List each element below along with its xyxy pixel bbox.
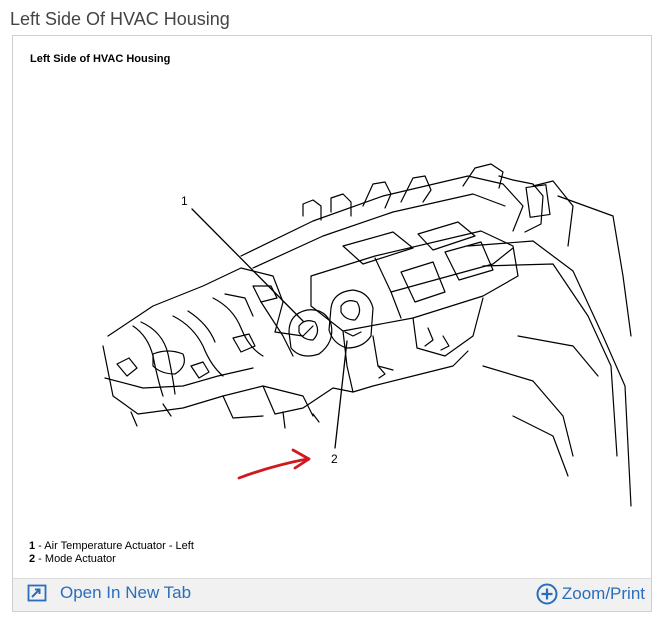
- mode-actuator: [328, 289, 374, 349]
- open-in-new-tab-button[interactable]: Open In New Tab: [27, 583, 191, 603]
- callout-2-label: 2: [331, 452, 338, 466]
- floor-panel: [467, 180, 632, 507]
- open-in-new-tab-label: Open In New Tab: [60, 583, 192, 602]
- callout-2-leader: [334, 340, 348, 449]
- legend-item: 2 - Mode Actuator: [29, 553, 194, 566]
- upper-ducts: [240, 163, 551, 269]
- legend-item-text: Mode Actuator: [44, 553, 116, 565]
- zoom-print-label: Zoom/Print: [561, 584, 645, 603]
- callout-leaders: [191, 208, 348, 449]
- hvac-housing-diagram: [102, 163, 632, 507]
- zoom-print-button[interactable]: Zoom/Print: [536, 583, 645, 605]
- figure-title: Left Side of HVAC Housing: [30, 53, 171, 65]
- callout-1-label: 1: [181, 194, 188, 208]
- legend-item-separator: -: [35, 553, 45, 565]
- open-in-new-tab-icon: [27, 584, 47, 602]
- plus-circle-icon: [536, 583, 558, 605]
- legend-item-number: 2: [29, 553, 36, 565]
- legend-item: 1 - Air Temperature Actuator - Left: [29, 540, 194, 553]
- page-title: Left Side Of HVAC Housing: [10, 9, 230, 29]
- red-annotation-arrow: [237, 448, 311, 480]
- legend-item-separator: -: [35, 540, 45, 552]
- air-temperature-actuator-left: [288, 309, 333, 357]
- legend-item-number: 1: [29, 540, 36, 552]
- figure-legend: 1 - Air Temperature Actuator - Left 2 - …: [29, 540, 194, 566]
- hvac-housing-body: [310, 230, 519, 393]
- figure-card: Left Side of HVAC Housing: [12, 35, 652, 612]
- figure-toolbar: Open In New Tab Zoom/Print: [13, 578, 651, 611]
- callout-1-leader: [191, 208, 304, 322]
- left-duct-harness: [102, 267, 354, 429]
- legend-item-text: Air Temperature Actuator - Left: [44, 540, 194, 552]
